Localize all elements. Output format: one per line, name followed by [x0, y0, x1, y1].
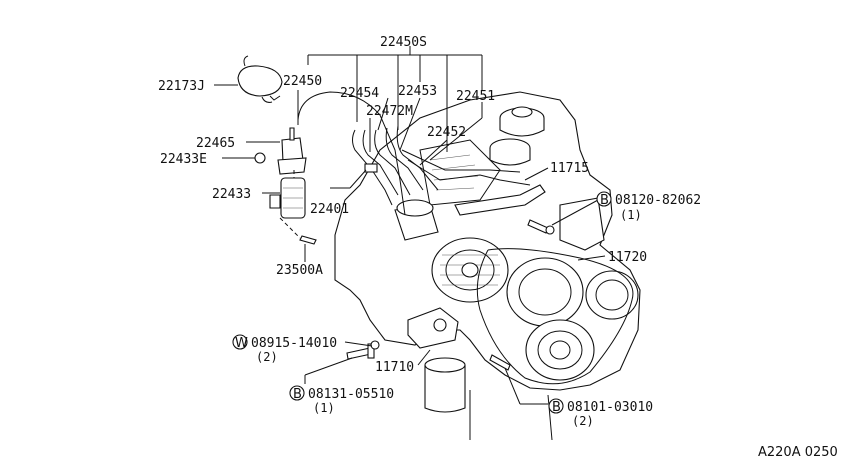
- label-08131-05510: 08131-05510: [308, 387, 394, 402]
- spark-plug-wires: [297, 91, 531, 216]
- label-22450S: 22450S: [380, 35, 427, 50]
- label-22450: 22450: [283, 74, 322, 89]
- label-11715: 11715: [550, 161, 589, 176]
- callout-letter-b: B: [552, 400, 561, 415]
- label-22451: 22451: [456, 89, 495, 104]
- qty-08120-82062: (1): [620, 208, 642, 222]
- bolt-icon: [346, 343, 375, 360]
- washer-icon: [370, 340, 380, 350]
- callout-letter-w: W: [235, 336, 248, 351]
- bolt-callout-icon: [548, 398, 564, 414]
- bolt-icon: [527, 219, 555, 235]
- label-08101-03010: 08101-03010: [567, 400, 653, 415]
- label-22433: 22433: [212, 187, 251, 202]
- bolt-callout-icon: [596, 191, 612, 207]
- label-22433E: 22433E: [160, 152, 207, 167]
- ignition-coil: [254, 127, 317, 245]
- label-22454: 22454: [340, 86, 379, 101]
- washer-callout-icon: [232, 334, 248, 350]
- screw-icon: [299, 235, 317, 245]
- callout-letter-b: B: [293, 387, 302, 402]
- diagram-code: A220A 0250: [758, 445, 838, 460]
- qty-08131-05510: (1): [313, 401, 335, 415]
- label-08915-14010: 08915-14010: [251, 336, 337, 351]
- label-22465: 22465: [196, 136, 235, 151]
- qty-08101-03010: (2): [572, 414, 594, 428]
- label-22173J: 22173J: [158, 79, 205, 94]
- label-23500A: 23500A: [276, 263, 323, 278]
- label-22472M: 22472M: [366, 104, 413, 119]
- label-08120-82062: 08120-82062: [615, 193, 701, 208]
- nut-icon: [254, 152, 266, 164]
- label-22452: 22452: [427, 125, 466, 140]
- bolt-icon: [489, 354, 511, 371]
- label-22453: 22453: [398, 84, 437, 99]
- engine-illustration: [334, 91, 641, 441]
- bolt-callout-icon: [289, 385, 305, 401]
- spark-plug-icon: [364, 163, 378, 173]
- qty-08915-14010: (2): [256, 350, 278, 364]
- sensor-22173J: [237, 55, 283, 103]
- callout-letter-b: B: [600, 193, 609, 208]
- leader-lines: [214, 46, 606, 405]
- label-22401: 22401: [310, 202, 349, 217]
- label-11720: 11720: [608, 250, 647, 265]
- label-11710: 11710: [375, 360, 414, 375]
